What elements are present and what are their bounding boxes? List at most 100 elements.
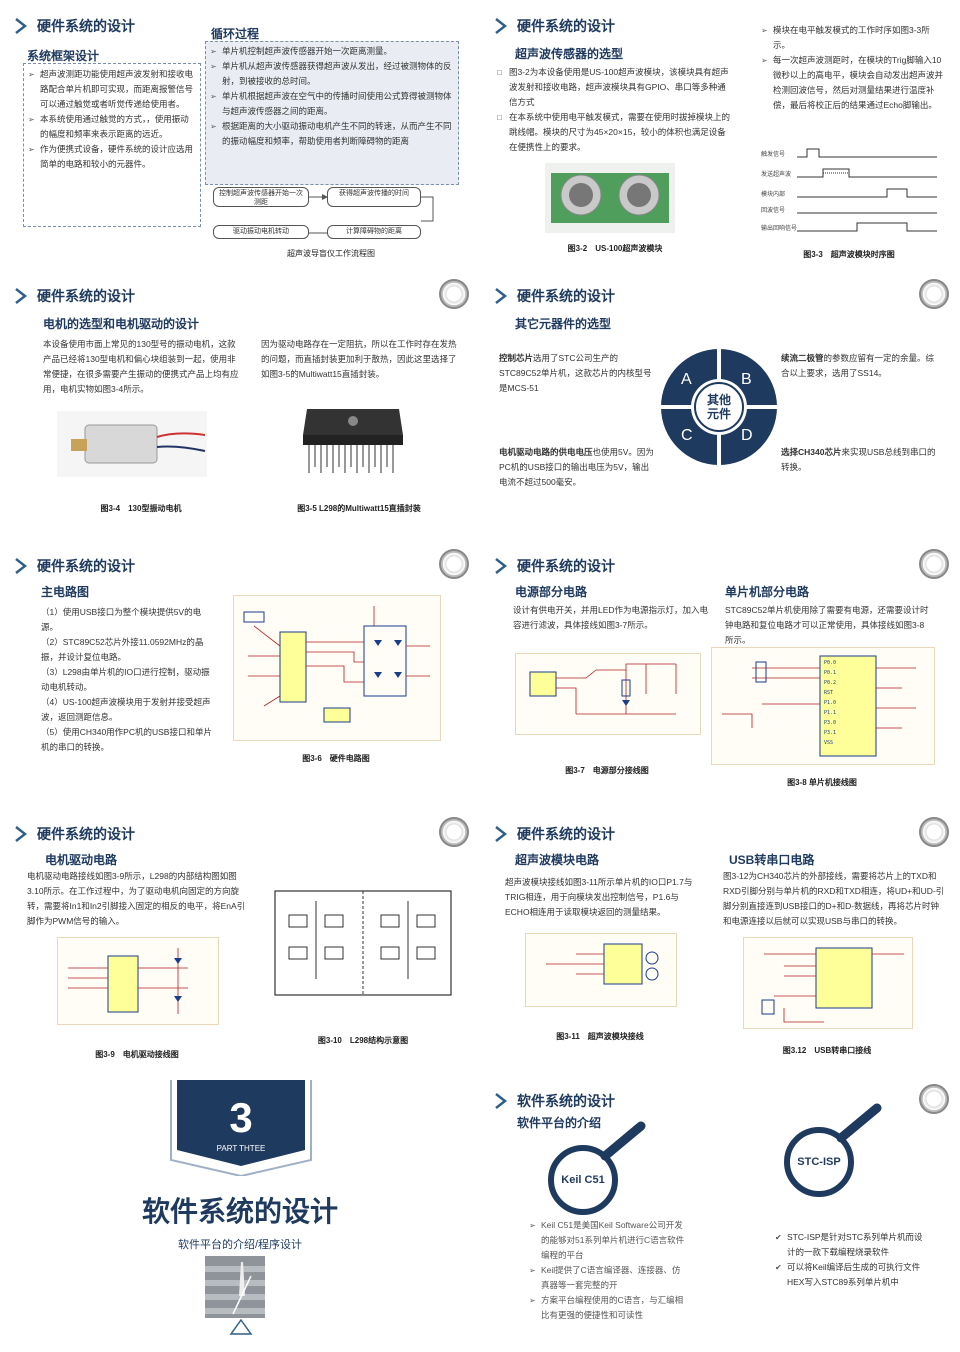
framework-box: 超声波测距功能使用超声波发射和接收电路配合单片机即可实现，而距离报警信号可以通过…: [23, 63, 201, 227]
ultrasonic-subtitle: 超声波模块电路: [515, 853, 600, 867]
component-d-text: 选择CH340芯片来实现USB总线到串口的转换。: [781, 445, 941, 475]
slide-header: 硬件系统的设计: [495, 555, 615, 577]
chevron-icon: [495, 18, 507, 34]
slide-header: 硬件系统的设计: [15, 285, 135, 307]
list-item: 本系统使用通过触觉的方式，，使用振动的幅度和频率来表示距离的远近。: [28, 112, 194, 142]
magnifier-icon-left: [548, 1121, 646, 1215]
slide-motor-driver-circuit: 硬件系统的设计 电机驱动电路 电机驱动电路接线如图3-9所示，L298的内部结构…: [5, 813, 475, 1073]
section-subtitle: 电机驱动电路: [45, 853, 118, 867]
framework-list: 超声波测距功能使用超声波发射和接收电路配合单片机即可实现，而距离报警信号可以通过…: [28, 67, 194, 172]
list-item: 可以将Keil编译后生成的可执行文件HEX写入STC89系列单片机中: [775, 1260, 931, 1290]
list-item: 根据距离的大小驱动振动电机产生不同的转速，从而产生不同的振动幅度和频率，帮助使用…: [210, 119, 454, 149]
stc-list: STC-ISP是针对STC系列单片机而设计的一款下载编程烧录软件 可以将Keil…: [775, 1230, 931, 1290]
section-title: 软件系统的设计: [141, 1196, 338, 1227]
list-item: 模块在电平触发模式的工作时序如图3-3所示。: [761, 23, 943, 53]
slide-system-framework: 硬件系统的设计 系统框架设计 超声波测距功能使用超声波发射和接收电路配合单片机即…: [5, 5, 475, 265]
chevron-icon: [15, 18, 27, 34]
list-item: 超声波测距功能使用超声波发射和接收电路配合单片机即可实现，而距离报警信号可以通过…: [28, 67, 194, 112]
slide-part3-cover: 3 PART THTEE 软件系统的设计 软件平台的介绍/程序设计: [5, 1080, 475, 1340]
svg-text:P0.2: P0.2: [824, 680, 836, 686]
keil-list: Keil C51是美国Keil Software公司开发的能够对51系列单片机进…: [529, 1218, 685, 1323]
flow-step-2: 获得超声波传播的时间: [327, 187, 421, 207]
slide-title: 硬件系统的设计: [517, 826, 615, 842]
wheel-letter-d: D: [741, 427, 753, 444]
component-d-desc: 来实现USB总线到串口的转换。: [781, 447, 936, 472]
list-item: 方案平台编程使用的C语言，与汇编相比有更强的便捷性和可读性: [529, 1293, 685, 1323]
slide-title: 硬件系统的设计: [37, 288, 135, 304]
loop-list: 单片机控制超声波传感器开始一次距离测量。 单片机从超声波传感器获得超声波从发出，…: [210, 44, 454, 149]
component-b-desc: 的参数应留有一定的余量。综合以上要求，选用了SS14。: [781, 353, 935, 378]
timing-waveforms: [797, 148, 937, 232]
component-b-text: 续流二极管的参数应留有一定的余量。综合以上要求，选用了SS14。: [781, 351, 941, 381]
l298-structure-diagram: [269, 881, 457, 1009]
timing-diagram: 触发信号 发送超声波 模块内部 回波信号 输出回响信号: [761, 145, 937, 239]
component-c-desc: 也使用5V。因为PC机的USB接口的输出电压为5V，输出电流不超过500毫安。: [499, 447, 654, 487]
svg-text:P0.0: P0.0: [824, 660, 836, 666]
chevron-icon: [15, 826, 27, 842]
component-d-label: 选择CH340芯片: [781, 447, 842, 457]
usb-subtitle: USB转串口电路: [729, 853, 815, 867]
slide-ultrasonic-usb-circuit: 硬件系统的设计 超声波模块电路 USB转串口电路 超声波模块接线如图3-11所示…: [485, 813, 955, 1073]
part-badge-outline: [170, 1080, 312, 1176]
section-subtitle: 其它元器件的选型: [515, 317, 612, 331]
power-text: 设计有供电开关，并用LED作为电源指示灯，加入电容进行滤波，具体接线如图3-7所…: [513, 605, 709, 630]
sensor-list: 图3-2为本设备使用是US-100超声波模块，该模块具有超声波发射和接收电路，超…: [497, 65, 733, 155]
loop-title: 循环过程: [211, 27, 260, 41]
wheel-center-line: 其他: [706, 393, 731, 407]
usb-text: 图3-12为CH340芯片的外部接线，需要将芯片上的TXD和RXD引脚分别与单片…: [723, 871, 945, 926]
slide-ultrasonic-sensor: 硬件系统的设计 超声波传感器的选型 图3-2为本设备使用是US-100超声波模块…: [485, 5, 955, 265]
slide-power-mcu-circuit: 硬件系统的设计 电源部分电路 单片机部分电路 设计有供电开关，并用LED作为电源…: [485, 545, 955, 805]
timing-label: 触发信号: [761, 152, 786, 158]
slide-header: 软件系统的设计: [495, 1090, 615, 1112]
flow-step-4: 计算障碍物的距离: [327, 225, 421, 239]
note-para: （2）STC89C52芯片外接11.0592MHz的晶振，并设计复位电路。: [41, 637, 204, 662]
stairs-photo: [205, 1256, 265, 1318]
svg-text:P1.0: P1.0: [824, 700, 836, 706]
section-subtitle: 超声波传感器的选型: [515, 47, 624, 61]
timing-label: 回波信号: [761, 208, 786, 214]
wheel-letter-c: C: [681, 427, 693, 444]
lens-label-keil: Keil C51: [561, 1174, 605, 1186]
svg-text:P3.0: P3.0: [824, 720, 836, 726]
note-para: （5）使用CH340用作PC机的USB接口和单片机的串口的转换。: [41, 727, 212, 752]
svg-text:RST: RST: [824, 690, 833, 696]
figure-caption: 图3-8 单片机接线图: [787, 778, 857, 787]
svg-text:P1.1: P1.1: [824, 710, 836, 716]
list-item: STC-ISP是针对STC系列单片机而设计的一款下载编程烧录软件: [775, 1230, 931, 1260]
chevron-icon: [495, 558, 507, 574]
slide-title: 硬件系统的设计: [517, 288, 615, 304]
chevron-icon: [495, 1093, 507, 1109]
power-subtitle: 电源部分电路: [515, 585, 588, 599]
figure-caption: 图3-6 硬件电路图: [302, 754, 370, 763]
motor-text: 本设备使用市面上常见的130型号的振动电机，这款产品已经将130型电机和偏心块组…: [43, 339, 239, 394]
list-item: 每一次超声波测距时，在模块的Trig脚输入10微秒以上的高电平，模块会自动发出超…: [761, 53, 943, 113]
part-number: 3: [229, 1094, 253, 1141]
component-a-label: 控制芯片: [499, 353, 534, 363]
component-a-desc: 选用了STC公司生产的STC89C52单片机，这款芯片的内核型号是MCS-51: [499, 353, 652, 393]
lens-label-stc: STC-ISP: [797, 1156, 841, 1168]
wheel-center-label: 其他 元件: [699, 393, 739, 421]
figure-caption: 图3-5 L298的Multiwatt15直插封装: [297, 504, 421, 513]
motor-driver-schematic: [57, 937, 219, 1025]
usb-serial-schematic: [743, 937, 913, 1029]
slide-header: 硬件系统的设计: [15, 15, 135, 37]
slide-other-components: 硬件系统的设计 其它元器件的选型 控制芯片选用了STC公司生产的STC89C52…: [485, 275, 955, 535]
slide-title: 硬件系统的设计: [37, 558, 135, 574]
figure-caption: 图3-2 US-100超声波模块: [567, 244, 663, 253]
slide-main-circuit: 硬件系统的设计 主电路图 （1）使用USB接口为整个模块提供5V的电源。 （2）…: [5, 545, 475, 805]
slide-header: 硬件系统的设计: [15, 555, 135, 577]
part-label: PART THTEE: [216, 1144, 266, 1153]
wheel-letter-a: A: [681, 371, 692, 388]
figure-caption: 图3-9 电机驱动接线图: [95, 1050, 179, 1059]
list-item: Keil提供了C语言编译器、连接器、仿真器等一套完整的开: [529, 1263, 685, 1293]
wheel-letter-b: B: [741, 371, 752, 388]
part-badge: [177, 1080, 305, 1166]
component-b-label: 续流二极管: [781, 353, 824, 363]
note-para: （1）使用USB接口为整个模块提供5V的电源。: [41, 607, 202, 632]
slide-motor-selection: 硬件系统的设计 电机的选型和电机驱动的设计 本设备使用市面上常见的130型号的振…: [5, 275, 475, 535]
l298-structure-drawing: [274, 890, 452, 996]
school-seal-icon: [919, 549, 949, 579]
vibration-motor-image: [57, 411, 207, 477]
motor-driver-drawing: [68, 948, 188, 1014]
flow-step-1: 控制超声波传感器开始一次测距: [213, 187, 309, 207]
